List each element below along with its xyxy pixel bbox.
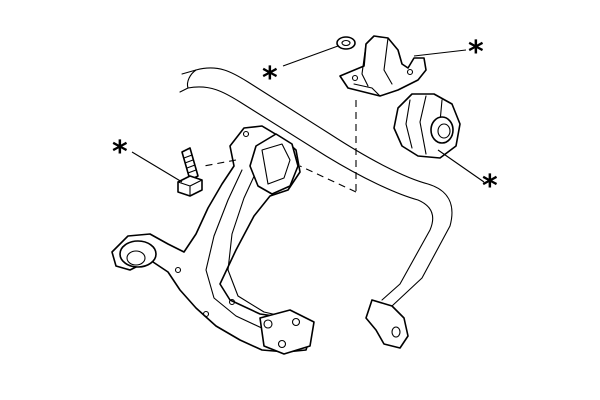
callout-bolt-asterisk: * [112,135,128,170]
lower-arm [111,125,315,355]
callout-washer-asterisk: * [262,61,278,96]
washer [336,36,356,50]
callout-clamp-asterisk: * [468,35,484,70]
anti-roll-bar [179,67,453,349]
callout-bush-asterisk: * [482,169,498,204]
leader-lines [131,45,485,183]
bolt [177,147,203,197]
alignment-lines [203,100,357,193]
bush [393,93,461,159]
clamp [339,35,427,97]
